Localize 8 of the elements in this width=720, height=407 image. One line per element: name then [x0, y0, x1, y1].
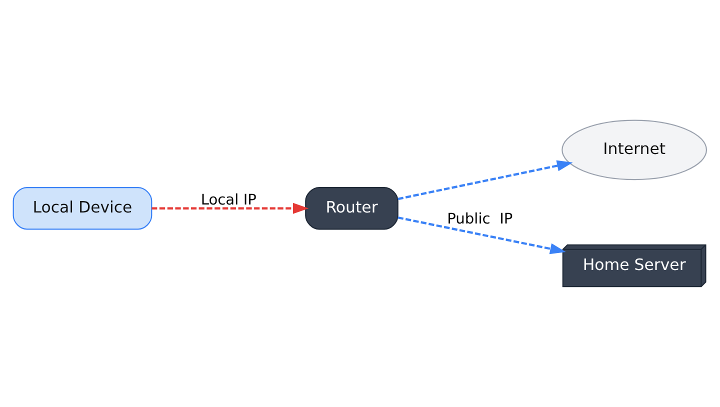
- node-box: Router: [305, 187, 398, 230]
- edge-label: Public IP: [447, 210, 513, 228]
- node-ellipse: Internet: [562, 120, 708, 180]
- arrow: [398, 160, 573, 200]
- edge-label: Local IP: [200, 191, 256, 208]
- node-box: Local Device: [12, 187, 152, 230]
- arrow: [152, 202, 309, 214]
- arrow: [398, 216, 566, 254]
